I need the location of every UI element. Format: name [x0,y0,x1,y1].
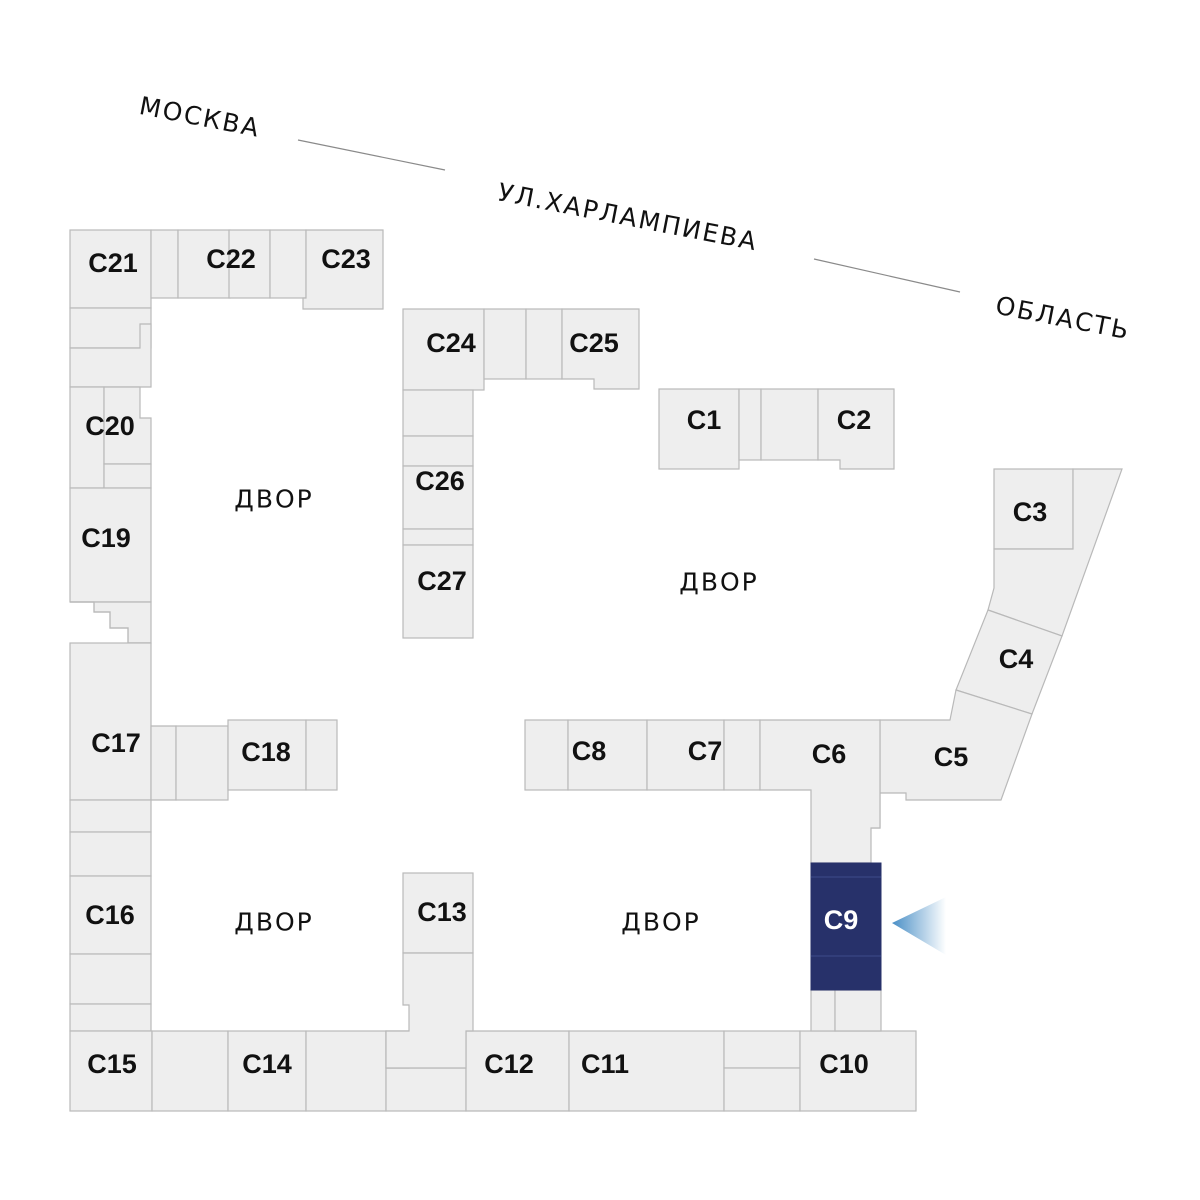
street-label-moscow: МОСКВА [137,91,263,143]
section-label-c10[interactable]: С10 [819,1049,869,1079]
section-label-c23[interactable]: С23 [321,244,371,274]
section-label-c17[interactable]: С17 [91,728,141,758]
section-label-c6[interactable]: С6 [812,739,847,769]
yard-label-northeast: ДВОР [679,568,758,597]
yard-label-northwest: ДВОР [234,485,313,514]
building-wing-middle-row [524,719,882,1032]
building-wing-left [69,229,384,1032]
street-label: МОСКВА УЛ.ХАРЛАМПИЕВА ОБЛАСТЬ [137,91,1133,345]
section-label-c8[interactable]: С8 [572,736,607,766]
street-divider-line [813,258,961,293]
section-label-c19[interactable]: С19 [81,523,131,553]
building-wing-bottom [69,1030,917,1112]
section-c9-selected[interactable] [810,862,882,991]
street-divider-line [297,139,446,171]
section-label-c13[interactable]: С13 [417,897,467,927]
section-label-c25[interactable]: С25 [569,328,619,358]
section-label-c27[interactable]: С27 [417,566,467,596]
section-label-c18[interactable]: С18 [241,737,291,767]
section-label-c11[interactable]: С11 [581,1049,629,1079]
building-wing-center [402,308,640,639]
section-label-c22[interactable]: С22 [206,244,256,274]
section-label-c9[interactable]: С9 [824,905,859,935]
section-label-c3[interactable]: С3 [1013,497,1048,527]
street-label-region: ОБЛАСТЬ [993,291,1133,346]
section-label-c26[interactable]: С26 [415,466,465,496]
building-wing-c13 [385,872,474,1069]
section-label-c15[interactable]: С15 [87,1049,137,1079]
section-label-c16[interactable]: С16 [85,900,135,930]
section-label-c12[interactable]: С12 [484,1049,534,1079]
section-label-c2[interactable]: С2 [837,405,872,435]
section-label-c21[interactable]: С21 [88,248,138,278]
section-label-c7[interactable]: С7 [688,736,723,766]
section-label-c1[interactable]: С1 [687,405,722,435]
section-label-c20[interactable]: С20 [85,411,135,441]
street-label-name: УЛ.ХАРЛАМПИЕВА [496,178,761,257]
view-direction-triangle-icon [892,897,946,955]
building-wing-c1-c2 [658,388,895,470]
section-label-c5[interactable]: С5 [934,742,969,772]
yard-label-southwest: ДВОР [234,908,313,937]
yard-label-southeast: ДВОР [621,908,700,937]
section-label-c14[interactable]: С14 [242,1049,292,1079]
section-labels: С1 С2 С3 С4 С5 С6 С7 С8 С9 С10 С11 С12 С… [81,244,1047,1079]
building-wing-right [870,468,1123,829]
section-label-c4[interactable]: С4 [999,644,1034,674]
section-label-c24[interactable]: С24 [426,328,476,358]
